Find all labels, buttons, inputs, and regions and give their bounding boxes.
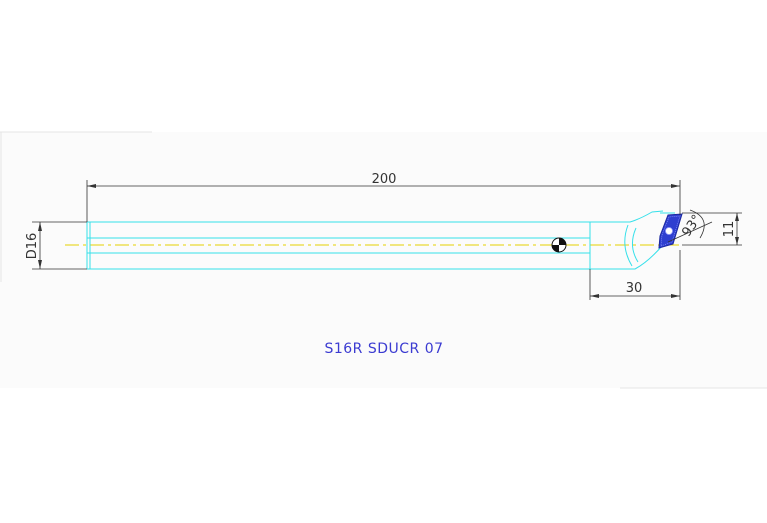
dimension-diameter — [32, 221, 87, 270]
dimension-head-length-label: 30 — [626, 281, 643, 296]
model-label: S16R SDUCR 07 — [324, 341, 443, 357]
dimension-diameter-label: D16 — [25, 233, 40, 260]
dimension-offset-label: 11 — [722, 221, 737, 238]
dimension-angle — [667, 209, 713, 243]
tool-head — [590, 210, 675, 270]
dimension-offset — [682, 212, 742, 246]
dimension-overall-length-label: 200 — [372, 172, 397, 187]
center-marker-icon — [551, 237, 567, 253]
tool-shank — [86, 221, 591, 270]
cutting-insert — [658, 213, 683, 249]
drawing-frame — [0, 132, 767, 388]
dimension-head-length — [589, 250, 681, 300]
dimension-overall-length — [86, 180, 681, 222]
insert-screw-hole — [665, 227, 673, 235]
